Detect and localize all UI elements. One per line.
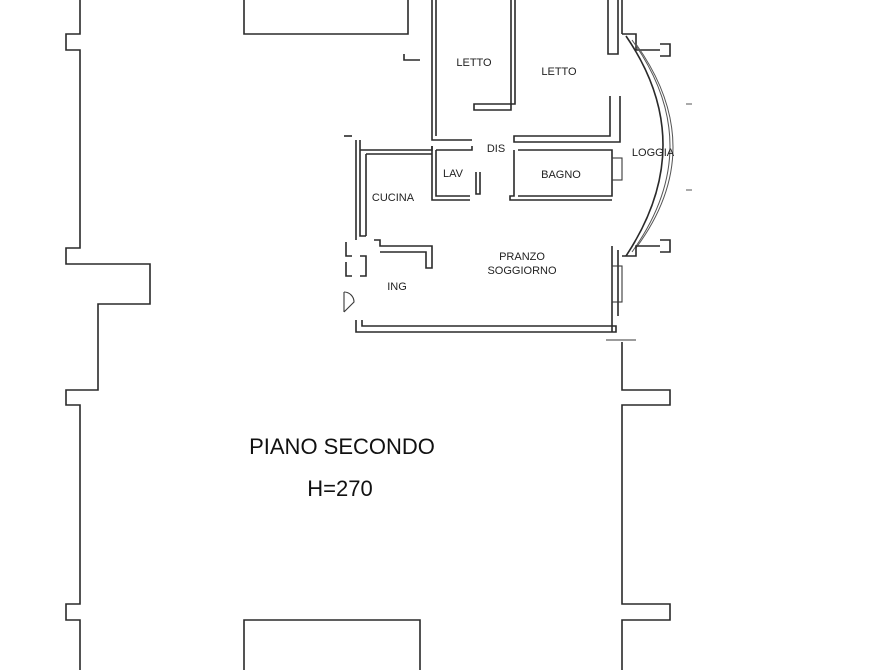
room-label-bagno: BAGNO	[541, 169, 581, 181]
room-label-ing: ING	[387, 281, 407, 293]
room-labels: LETTO LETTO DIS LAV BAGNO LOGGIA CUCINA …	[372, 57, 675, 293]
room-label-cucina: CUCINA	[372, 192, 415, 204]
room-label-letto-1: LETTO	[456, 57, 492, 69]
floor-title: PIANO SECONDO H=270	[249, 434, 435, 501]
apartment-walls	[343, 0, 636, 341]
room-label-soggiorno: SOGGIORNO	[487, 265, 557, 277]
room-label-letto-2: LETTO	[541, 66, 577, 78]
room-label-lav: LAV	[443, 168, 464, 180]
room-label-dis: DIS	[487, 143, 505, 155]
floor-name: PIANO SECONDO	[249, 434, 435, 459]
room-label-loggia: LOGGIA	[632, 147, 675, 159]
room-label-pranzo: PRANZO	[499, 251, 545, 263]
loggia-balcony	[622, 33, 692, 257]
building-outline	[65, 0, 671, 670]
floor-height: H=270	[307, 476, 372, 501]
